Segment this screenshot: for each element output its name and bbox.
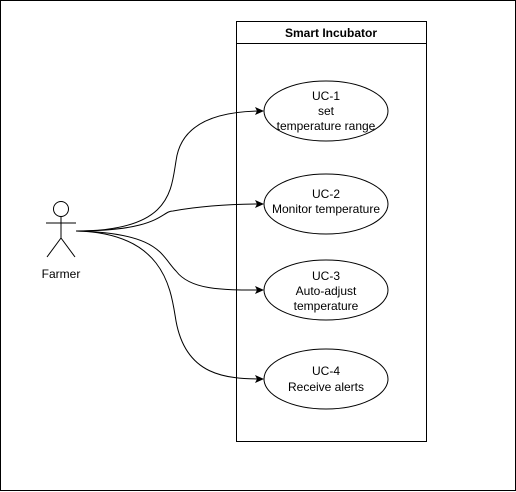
actor-left-leg bbox=[46, 237, 62, 258]
association-uc-4 bbox=[75, 230, 264, 383]
use-case-uc-1-line-3: temperature range bbox=[277, 119, 376, 133]
association-uc-2 bbox=[75, 200, 264, 232]
system-title: Smart Incubator bbox=[285, 26, 377, 40]
association-uc-3 bbox=[75, 230, 264, 295]
associations bbox=[75, 107, 264, 383]
use-case-uc-1[interactable]: UC-1 set temperature range bbox=[263, 80, 389, 142]
use-case-uc-2[interactable]: UC-2 Monitor temperature bbox=[263, 173, 389, 235]
use-case-uc-4[interactable]: UC-4 Receive alerts bbox=[263, 348, 389, 410]
use-case-uc-2-line-2: Monitor temperature bbox=[272, 202, 380, 216]
use-case-uc-3[interactable]: UC-3 Auto-adjust temperature bbox=[263, 259, 389, 321]
use-case-uc-4-line-1: UC-4 bbox=[312, 364, 340, 378]
use-case-uc-4-line-2: Receive alerts bbox=[288, 380, 364, 394]
actor-label: Farmer bbox=[42, 267, 81, 281]
use-case-uc-3-line-1: UC-3 bbox=[312, 269, 340, 283]
use-case-uc-1-line-1: UC-1 bbox=[312, 89, 340, 103]
use-case-uc-2-line-1: UC-2 bbox=[312, 187, 340, 201]
use-case-uc-3-line-3: temperature bbox=[294, 299, 359, 313]
actor-farmer bbox=[46, 201, 76, 258]
actor-right-leg bbox=[60, 237, 76, 258]
association-uc-1 bbox=[75, 107, 264, 232]
use-case-uc-1-line-2: set bbox=[318, 104, 335, 118]
use-case-uc-3-line-2: Auto-adjust bbox=[296, 284, 357, 298]
actor-head bbox=[53, 201, 69, 217]
